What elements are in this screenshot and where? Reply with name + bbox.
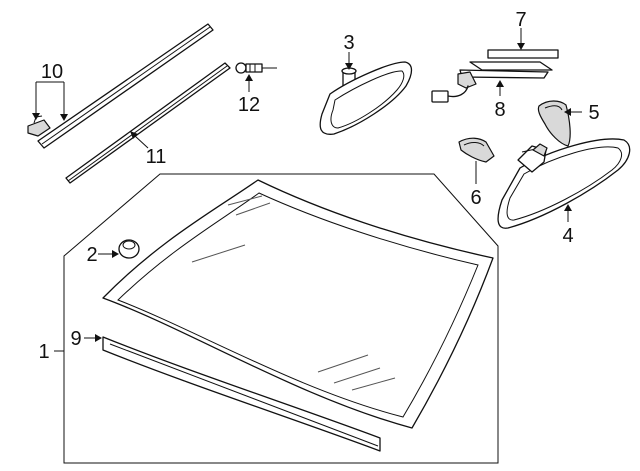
callout-4: 4: [562, 225, 573, 247]
callout-3: 3: [343, 32, 354, 54]
windshield-panel-outline: [63, 173, 499, 464]
rearview-mirror-right: [497, 138, 631, 229]
wire-harness: [431, 85, 469, 103]
callout-labels: 1 2 3 4 5 6 7 8 9 10 11 12: [38, 9, 599, 363]
mirror-cover: [537, 100, 571, 147]
push-pin: [235, 62, 277, 74]
callout-2: 2: [86, 244, 97, 266]
callout-12: 12: [238, 94, 260, 116]
callout-7: 7: [515, 9, 526, 31]
leader-lines: [32, 28, 582, 352]
rearview-mirror-top: [319, 61, 413, 135]
callout-1: 1: [38, 341, 49, 363]
roof-molding-lower: [65, 62, 231, 184]
molding-clip: [27, 115, 51, 137]
bumper-stop: [118, 239, 140, 259]
lower-molding: [102, 336, 381, 452]
callout-10: 10: [41, 61, 63, 83]
callout-6: 6: [470, 187, 481, 209]
sensor-cover: [458, 137, 495, 163]
roof-molding-upper: [37, 23, 214, 149]
callout-11: 11: [146, 146, 167, 168]
callout-9: 9: [70, 328, 81, 350]
mirror-bracket: [457, 49, 559, 89]
callout-8: 8: [494, 99, 505, 121]
windshield-glass: [102, 179, 494, 429]
callout-5: 5: [588, 102, 599, 124]
